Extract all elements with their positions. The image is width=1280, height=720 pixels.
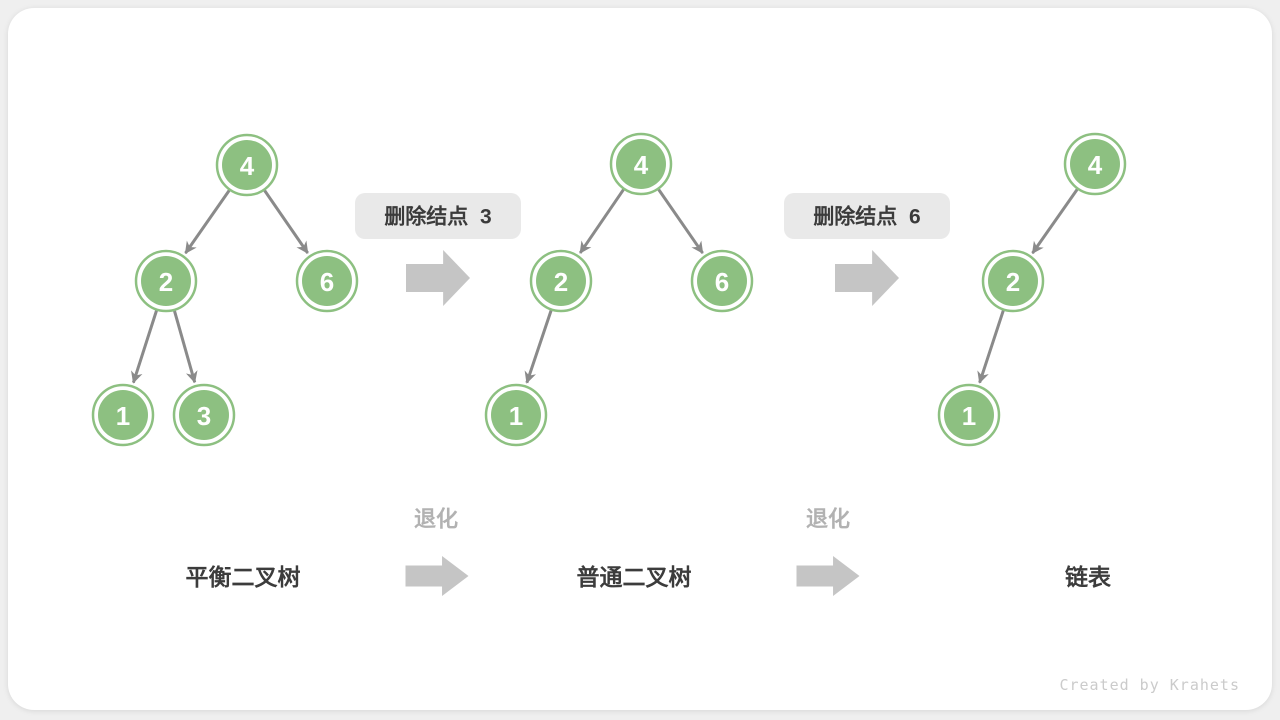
balanced-binary-tree: 4 2 6 1 3 <box>91 133 359 447</box>
delete-step-arrow <box>406 250 470 306</box>
degrade-label: 退化 <box>414 507 458 532</box>
delete-step-text: 删除结点 3 <box>384 205 491 229</box>
node-outer-ring <box>484 383 548 447</box>
node-value: 6 <box>320 267 334 297</box>
tree-node: 1 <box>91 383 155 447</box>
tree-edge <box>263 189 309 254</box>
node-disc <box>944 390 994 440</box>
canvas-card <box>8 8 1272 710</box>
tree-node: 6 <box>295 249 359 313</box>
node-disc <box>491 390 541 440</box>
node-disc <box>98 390 148 440</box>
degrade-label: 退化 <box>806 507 850 532</box>
stage-title: 普通二叉树 <box>577 564 692 590</box>
delete-step-arrow <box>835 250 899 306</box>
degrade-arrow <box>796 556 860 596</box>
delete-step-box <box>784 193 950 239</box>
ordinary-binary-tree: 4 2 6 1 <box>484 132 754 447</box>
node-value: 1 <box>962 401 976 431</box>
node-outer-ring <box>295 249 359 313</box>
delete-step-text: 删除结点 6 <box>813 205 920 229</box>
node-disc <box>179 390 229 440</box>
tree-edge <box>131 310 158 384</box>
node-disc <box>536 256 586 306</box>
tree-node: 2 <box>529 249 593 313</box>
node-disc <box>697 256 747 306</box>
tree-node: 2 <box>981 249 1045 313</box>
watermark: Created by Krahets <box>1059 676 1240 694</box>
node-disc <box>988 256 1038 306</box>
tree-node: 6 <box>690 249 754 313</box>
tree-edge <box>524 309 553 384</box>
tree-edge <box>1031 188 1079 255</box>
node-disc <box>616 139 666 189</box>
node-value: 1 <box>509 401 523 431</box>
node-value: 6 <box>715 267 729 297</box>
tree-node: 2 <box>134 249 198 313</box>
delete-step-label: 删除结点 6 <box>784 193 950 239</box>
tree-edge <box>578 188 625 254</box>
node-outer-ring <box>609 132 673 196</box>
tree-edge <box>173 310 198 384</box>
node-value: 2 <box>1006 267 1020 297</box>
node-value: 4 <box>240 151 255 181</box>
node-outer-ring <box>1063 132 1127 196</box>
node-outer-ring <box>529 249 593 313</box>
tree-node: 1 <box>937 383 1001 447</box>
node-value: 2 <box>554 267 568 297</box>
node-disc <box>302 256 352 306</box>
node-outer-ring <box>172 383 236 447</box>
tree-node: 4 <box>609 132 673 196</box>
tree-node: 4 <box>1063 132 1127 196</box>
node-outer-ring <box>215 133 279 197</box>
node-disc <box>222 140 272 190</box>
tree-edge <box>977 309 1005 384</box>
degrade-arrow <box>405 556 469 596</box>
node-value: 2 <box>159 267 173 297</box>
node-value: 1 <box>116 401 130 431</box>
node-outer-ring <box>134 249 198 313</box>
delete-step-label: 删除结点 3 <box>355 193 521 239</box>
stage-title: 平衡二叉树 <box>186 564 301 590</box>
node-disc <box>141 256 191 306</box>
linked-list-tree: 4 2 1 <box>937 132 1127 447</box>
stage-title: 链表 <box>1065 564 1112 590</box>
node-outer-ring <box>91 383 155 447</box>
node-outer-ring <box>690 249 754 313</box>
tree-node: 3 <box>172 383 236 447</box>
tree-node: 1 <box>484 383 548 447</box>
tree-edge <box>657 188 704 254</box>
node-value: 4 <box>1088 150 1103 180</box>
node-value: 3 <box>197 401 211 431</box>
node-outer-ring <box>937 383 1001 447</box>
node-disc <box>1070 139 1120 189</box>
delete-step-box <box>355 193 521 239</box>
tree-edge <box>184 189 231 254</box>
node-outer-ring <box>981 249 1045 313</box>
node-value: 4 <box>634 150 649 180</box>
tree-node: 4 <box>215 133 279 197</box>
